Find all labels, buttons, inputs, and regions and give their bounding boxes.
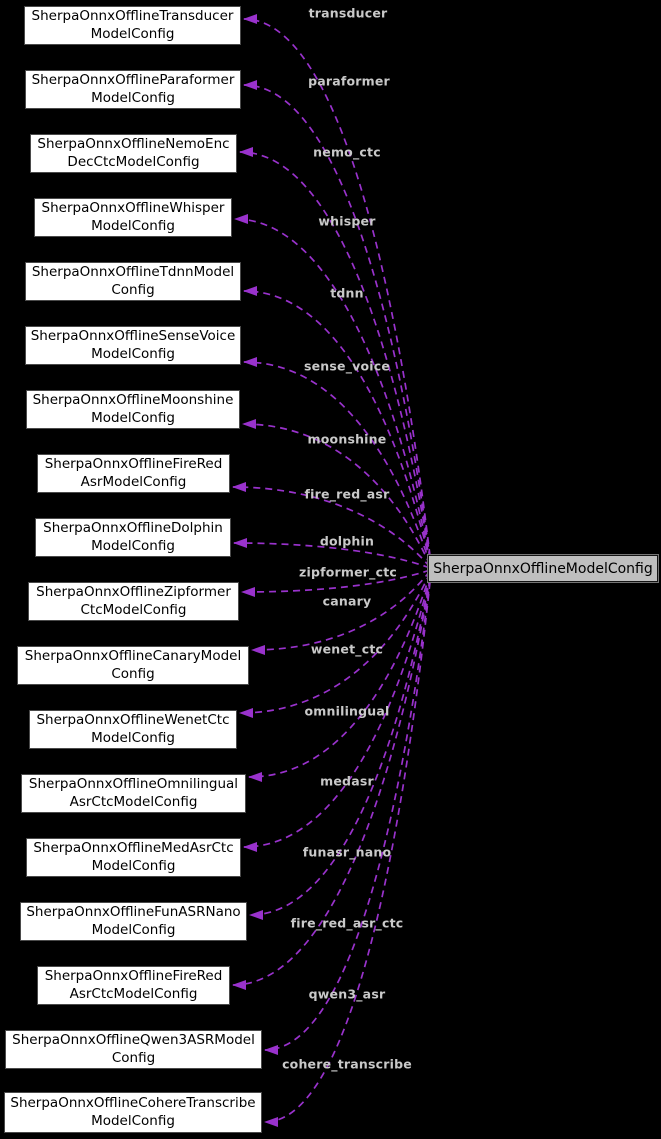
class-node-wenet_ctc[interactable]: SherpaOnnxOfflineWenetCtc ModelConfig bbox=[29, 710, 237, 749]
class-node-paraformer[interactable]: SherpaOnnxOfflineParaformer ModelConfig bbox=[25, 70, 241, 109]
class-node-label: SherpaOnnxOfflineFireRed AsrModelConfig bbox=[45, 456, 223, 491]
class-node-zipformer_ctc[interactable]: SherpaOnnxOfflineZipformer CtcModelConfi… bbox=[28, 582, 239, 621]
edge-funasr_nano bbox=[250, 577, 430, 915]
class-node-canary[interactable]: SherpaOnnxOfflineCanaryModel Config bbox=[17, 646, 249, 685]
edge-label-funasr_nano: funasr_nano bbox=[303, 845, 392, 860]
class-node-moonshine[interactable]: SherpaOnnxOfflineMoonshine ModelConfig bbox=[26, 390, 240, 429]
edge-label-fire_red_asr: fire_red_asr bbox=[305, 487, 390, 502]
edge-label-nemo_ctc: nemo_ctc bbox=[313, 145, 381, 160]
class-node-label: SherpaOnnxOfflineParaformer ModelConfig bbox=[32, 72, 235, 107]
edge-label-omnilingual: omnilingual bbox=[304, 704, 389, 719]
class-node-label: SherpaOnnxOfflineQwen3ASRModel Config bbox=[12, 1032, 255, 1067]
class-node-sense_voice[interactable]: SherpaOnnxOfflineSenseVoice ModelConfig bbox=[25, 326, 241, 365]
current-class-label: SherpaOnnxOfflineModelConfig bbox=[433, 561, 653, 577]
class-node-medasr[interactable]: SherpaOnnxOfflineMedAsrCtc ModelConfig bbox=[26, 838, 241, 877]
class-node-label: SherpaOnnxOfflineTransducer ModelConfig bbox=[32, 8, 234, 43]
class-node-label: SherpaOnnxOfflineWhisper ModelConfig bbox=[42, 200, 225, 235]
edge-label-dolphin: dolphin bbox=[320, 534, 374, 549]
class-node-funasr_nano[interactable]: SherpaOnnxOfflineFunASRNano ModelConfig bbox=[20, 902, 247, 941]
class-node-label: SherpaOnnxOfflineSenseVoice ModelConfig bbox=[31, 328, 236, 363]
class-node-label: SherpaOnnxOfflineWenetCtc ModelConfig bbox=[36, 712, 229, 747]
class-node-label: SherpaOnnxOfflineNemoEnc DecCtcModelConf… bbox=[37, 136, 229, 171]
class-node-label: SherpaOnnxOfflineCanaryModel Config bbox=[25, 648, 241, 683]
class-node-fire_red_asr_ctc[interactable]: SherpaOnnxOfflineFireRed AsrCtcModelConf… bbox=[37, 966, 230, 1005]
edge-label-moonshine: moonshine bbox=[308, 432, 387, 447]
class-node-label: SherpaOnnxOfflineMoonshine ModelConfig bbox=[33, 392, 234, 427]
edge-label-tdnn: tdnn bbox=[330, 286, 364, 301]
edge-label-transducer: transducer bbox=[309, 6, 388, 21]
class-node-qwen3_asr[interactable]: SherpaOnnxOfflineQwen3ASRModel Config bbox=[5, 1030, 262, 1069]
class-node-dolphin[interactable]: SherpaOnnxOfflineDolphin ModelConfig bbox=[35, 518, 231, 557]
class-node-label: SherpaOnnxOfflineTdnnModel Config bbox=[32, 264, 234, 299]
edge-label-zipformer_ctc: zipformer_ctc bbox=[299, 565, 397, 580]
edge-label-sense_voice: sense_voice bbox=[304, 359, 390, 374]
class-node-transducer[interactable]: SherpaOnnxOfflineTransducer ModelConfig bbox=[24, 6, 241, 45]
edge-canary bbox=[252, 571, 430, 650]
edge-whisper bbox=[235, 219, 430, 561]
edge-label-fire_red_asr_ctc: fire_red_asr_ctc bbox=[291, 916, 404, 931]
edge-label-medasr: medasr bbox=[320, 774, 374, 789]
class-node-label: SherpaOnnxOfflineOmnilingual AsrCtcModel… bbox=[29, 776, 238, 811]
edge-label-cohere_transcribe: cohere_transcribe bbox=[282, 1057, 412, 1072]
class-node-whisper[interactable]: SherpaOnnxOfflineWhisper ModelConfig bbox=[34, 198, 232, 237]
edge-label-whisper: whisper bbox=[318, 214, 375, 229]
class-node-label: SherpaOnnxOfflineCohereTranscribe ModelC… bbox=[10, 1095, 255, 1130]
edge-label-canary: canary bbox=[323, 594, 372, 609]
class-node-label: SherpaOnnxOfflineFunASRNano ModelConfig bbox=[26, 904, 240, 939]
class-node-label: SherpaOnnxOfflineDolphin ModelConfig bbox=[43, 520, 223, 555]
edge-label-paraformer: paraformer bbox=[308, 74, 390, 89]
class-node-label: SherpaOnnxOfflineFireRed AsrCtcModelConf… bbox=[45, 968, 223, 1003]
edge-label-wenet_ctc: wenet_ctc bbox=[311, 642, 383, 657]
class-node-label: SherpaOnnxOfflineMedAsrCtc ModelConfig bbox=[33, 840, 233, 875]
current-class-node: SherpaOnnxOfflineModelConfig bbox=[428, 555, 658, 582]
edge-label-qwen3_asr: qwen3_asr bbox=[309, 987, 386, 1002]
class-node-cohere_transcribe[interactable]: SherpaOnnxOfflineCohereTranscribe ModelC… bbox=[4, 1092, 262, 1133]
class-node-tdnn[interactable]: SherpaOnnxOfflineTdnnModel Config bbox=[25, 262, 241, 301]
class-node-nemo_ctc[interactable]: SherpaOnnxOfflineNemoEnc DecCtcModelConf… bbox=[30, 134, 237, 173]
class-node-omnilingual[interactable]: SherpaOnnxOfflineOmnilingual AsrCtcModel… bbox=[21, 774, 246, 813]
class-node-label: SherpaOnnxOfflineZipformer CtcModelConfi… bbox=[36, 584, 231, 619]
class-node-fire_red_asr[interactable]: SherpaOnnxOfflineFireRed AsrModelConfig bbox=[37, 454, 230, 493]
